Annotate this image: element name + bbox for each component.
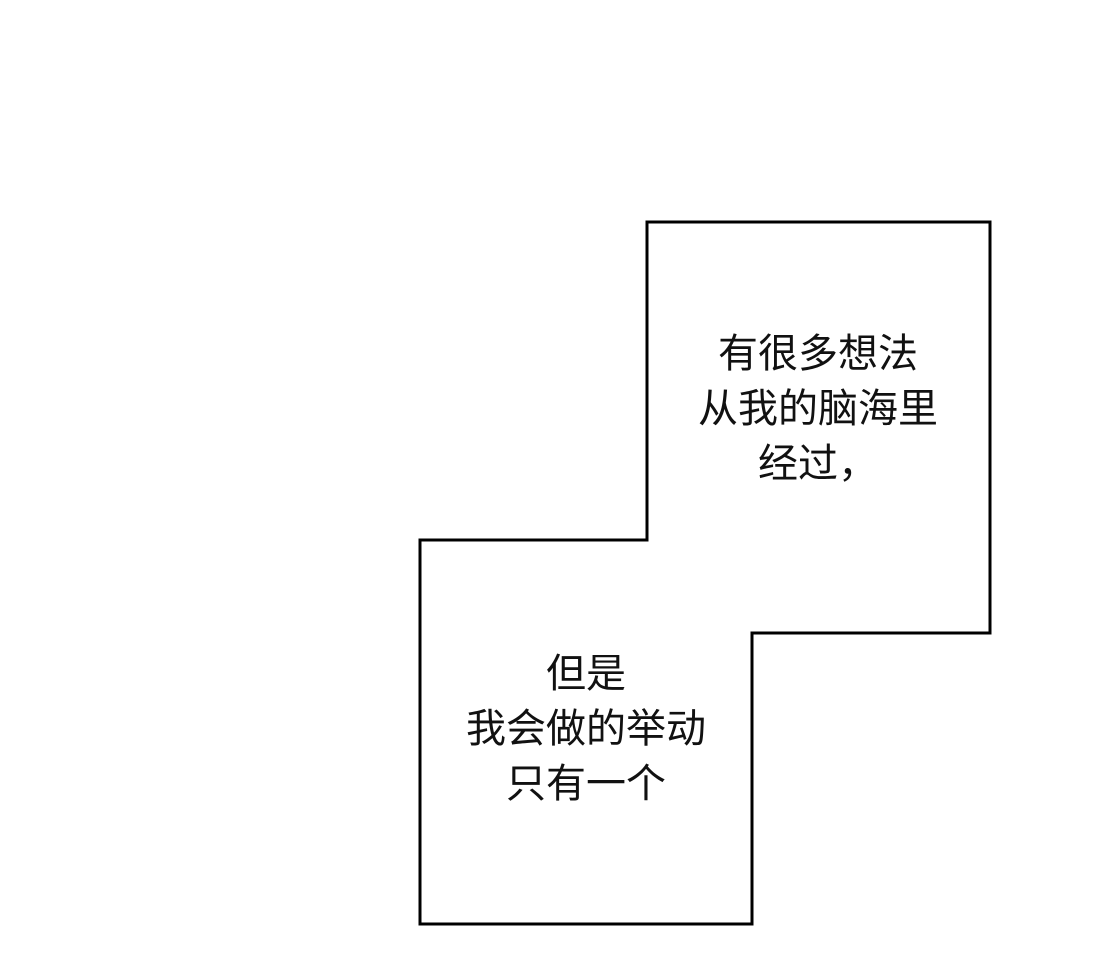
caption-bottom-line-1: 但是: [546, 651, 626, 697]
caption-bottom: 但是 我会做的举动 只有一个: [422, 647, 750, 812]
caption-frame-outline: [418, 220, 992, 926]
caption-top: 有很多想法 从我的脑海里 经过，: [648, 327, 988, 492]
caption-bottom-line-3: 只有一个: [506, 761, 666, 807]
caption-top-line-2: 从我的脑海里: [698, 386, 938, 432]
caption-bottom-line-2: 我会做的举动: [466, 706, 706, 752]
caption-top-line-3: 经过，: [758, 441, 878, 487]
caption-top-line-1: 有很多想法: [718, 331, 918, 377]
